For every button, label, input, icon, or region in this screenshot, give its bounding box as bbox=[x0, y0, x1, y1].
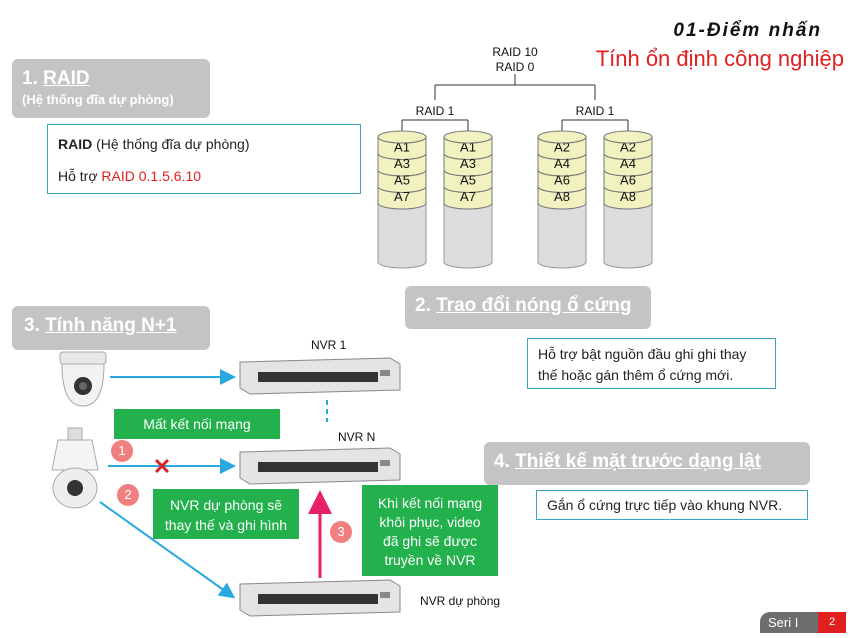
raid-support-value: RAID 0.1.5.6.10 bbox=[101, 168, 202, 184]
step3-line2: khôi phục, video bbox=[379, 514, 481, 530]
front-panel-info-box: Gắn ổ cứng trực tiếp vào khung NVR. bbox=[536, 490, 808, 520]
raid-subtitle: (Hệ thống đĩa dự phòng) bbox=[22, 92, 174, 107]
raid-diagram: RAID 10 RAID 0 RAID 1 RAID 1 A1A3A5A7A1A… bbox=[377, 45, 653, 269]
raid-title: RAID bbox=[43, 68, 90, 89]
nvr-device-icon bbox=[239, 447, 401, 485]
step3-line3: đã ghi sẽ được bbox=[382, 533, 478, 549]
nvr-device-icon bbox=[239, 579, 401, 617]
n-plus-1-title: Tính năng N+1 bbox=[45, 315, 177, 336]
raid-info-box: RAID (Hệ thống đĩa dự phòng) Hỗ trợ RAID… bbox=[47, 124, 361, 194]
header-title: 01-Điểm nhấn bbox=[673, 20, 822, 41]
front-panel-tag: 4. Thiết kế mặt trước dạng lật bbox=[484, 442, 810, 485]
ptz-camera-icon bbox=[51, 427, 99, 509]
raid0-label: RAID 0 bbox=[496, 60, 535, 74]
hot-swap-desc-line1: Hỗ trợ bật nguồn đầu ghi ghi thay bbox=[538, 346, 747, 362]
hot-swap-desc-line2: thế hoặc gán thêm ổ cứng mới. bbox=[538, 367, 734, 383]
raid-number: 1. bbox=[22, 68, 44, 89]
step2-line2: thay thế và ghi hình bbox=[164, 517, 288, 533]
raid1-right-label: RAID 1 bbox=[576, 104, 615, 118]
raid1-left-label: RAID 1 bbox=[416, 104, 455, 118]
front-panel-title: Thiết kế mặt trước dạng lật bbox=[515, 451, 761, 472]
page-number: 2 bbox=[818, 612, 846, 633]
n-plus-1-tag: 3. Tính năng N+1 bbox=[12, 306, 210, 350]
raid-box-rest: (Hệ thống đĩa dự phòng) bbox=[92, 136, 250, 152]
nvr-device-icon bbox=[239, 357, 401, 395]
step3-box: Khi kết nối mạng khôi phục, video đã ghi… bbox=[362, 485, 498, 576]
series-label: Seri I bbox=[760, 612, 818, 633]
nvr-backup-label: NVR dự phòng bbox=[420, 594, 501, 608]
step2-line1: NVR dự phòng sẽ bbox=[169, 497, 283, 513]
step2-badge: 2 bbox=[117, 484, 139, 506]
raid-block-label: A5 bbox=[394, 173, 410, 188]
hot-swap-number: 2. bbox=[415, 295, 437, 316]
raid-block-label: A8 bbox=[620, 189, 636, 204]
n-plus-1-diagram bbox=[51, 351, 401, 617]
raid-box-bold: RAID bbox=[58, 136, 93, 152]
raid-block-label: A3 bbox=[394, 156, 410, 171]
n-plus-1-number: 3. bbox=[24, 315, 46, 336]
raid-block-label: A6 bbox=[620, 173, 636, 188]
step3-badge: 3 bbox=[330, 521, 352, 543]
hot-swap-info-box: Hỗ trợ bật nguồn đầu ghi ghi thay thế ho… bbox=[527, 338, 776, 389]
step1-badge: 1 bbox=[111, 440, 133, 462]
raid-block-label: A7 bbox=[460, 189, 476, 204]
hot-swap-tag: 2. Trao đổi nóng ổ cứng bbox=[405, 286, 651, 329]
hot-swap-title: Trao đổi nóng ổ cứng bbox=[436, 295, 632, 316]
arrow-ptz-to-backup bbox=[99, 501, 236, 599]
raid-support-prefix: Hỗ trợ bbox=[58, 168, 102, 184]
header-subtitle: Tính ổn định công nghiệp bbox=[595, 46, 844, 71]
nvrn-label: NVR N bbox=[338, 430, 376, 444]
raid-block-label: A8 bbox=[554, 189, 570, 204]
raid-block-label: A6 bbox=[554, 173, 570, 188]
raid-block-label: A4 bbox=[620, 156, 636, 171]
nvr1-label: NVR 1 bbox=[311, 338, 347, 352]
raid-block-label: A5 bbox=[460, 173, 476, 188]
front-panel-number: 4. bbox=[494, 451, 516, 472]
raid-block-label: A7 bbox=[394, 189, 410, 204]
raid-section-tag: 1. RAID (Hệ thống đĩa dự phòng) bbox=[12, 59, 210, 118]
step2-box: NVR dự phòng sẽ thay thế và ghi hình bbox=[153, 489, 299, 539]
step3-line4: truyền về NVR bbox=[384, 552, 476, 568]
raid-block-label: A3 bbox=[460, 156, 476, 171]
raid-block-label: A4 bbox=[554, 156, 570, 171]
step3-line1: Khi kết nối mạng bbox=[377, 495, 483, 511]
dome-camera-icon bbox=[59, 351, 107, 407]
step1-box: Mất kết nối mạng bbox=[114, 409, 280, 439]
x-mark-icon bbox=[154, 458, 170, 474]
raid10-label: RAID 10 bbox=[492, 45, 538, 59]
